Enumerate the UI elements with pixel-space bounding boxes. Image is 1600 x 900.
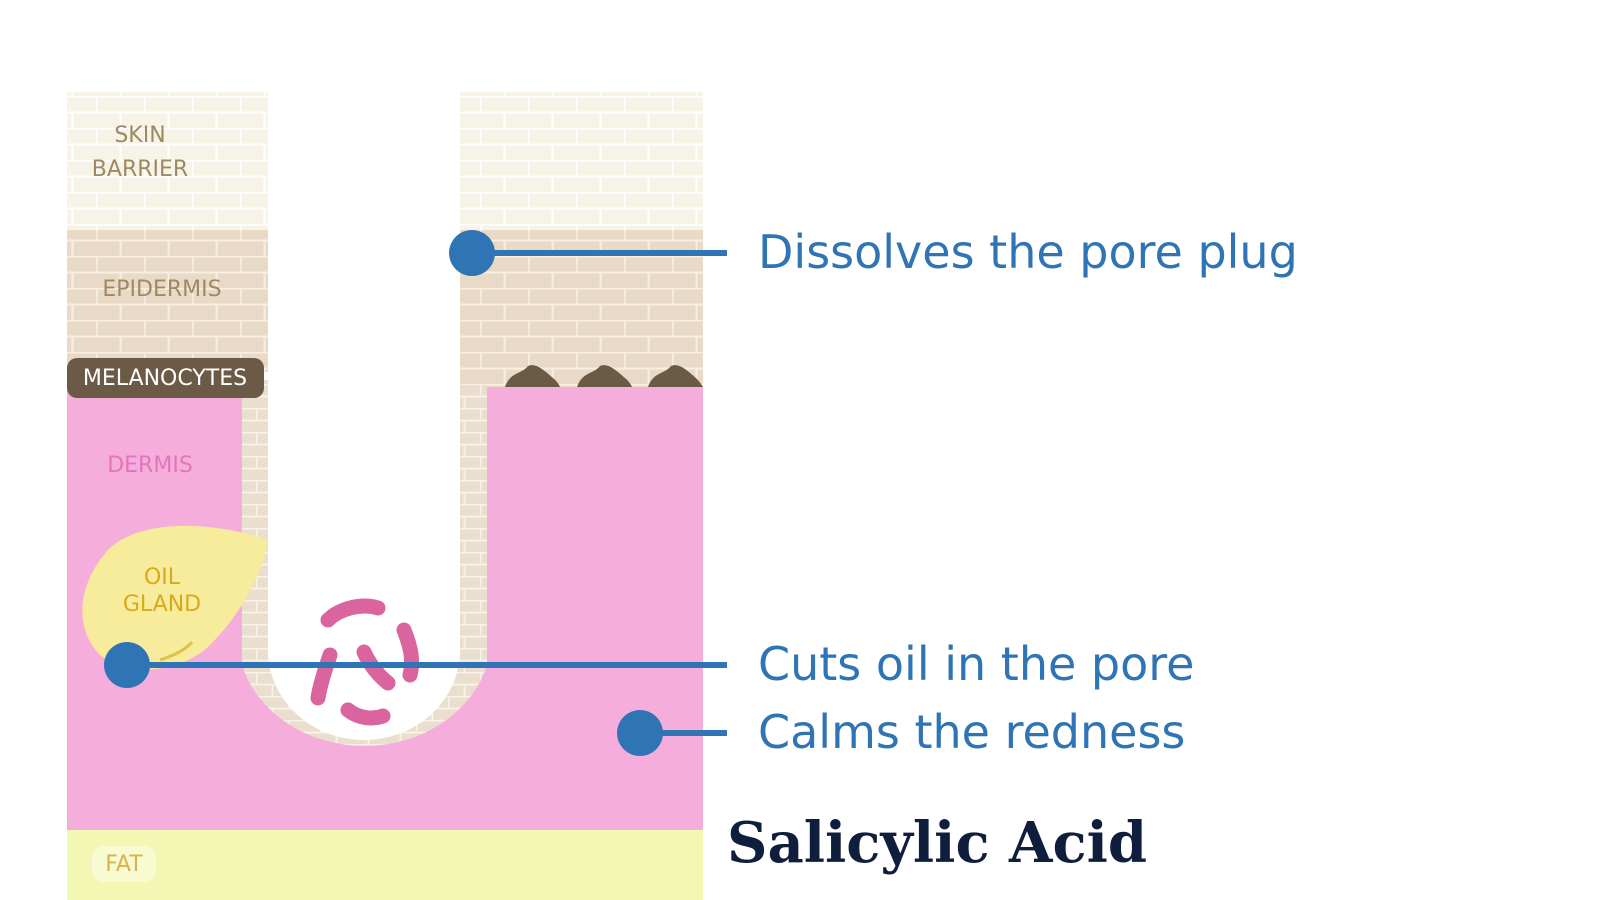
bacterium: [320, 598, 386, 628]
callout-text-redness: Calms the redness: [758, 705, 1185, 759]
oil-gland: [82, 525, 268, 670]
callout-text-oil: Cuts oil in the pore: [758, 637, 1194, 691]
diagram-title: Salicylic Acid: [727, 810, 1147, 876]
melanocyte-bump: [577, 365, 632, 387]
skin-barrier-label-line1: SKIN: [114, 123, 165, 148]
bacterium: [396, 622, 420, 683]
callout-dot-redness: [617, 710, 663, 756]
fat-label: FAT: [105, 852, 143, 877]
bacteria-cluster: [310, 598, 420, 726]
callout-dot-pore-plug: [449, 230, 495, 276]
oil-gland-duct: [159, 640, 194, 662]
bacterium: [310, 647, 338, 706]
bacterium: [340, 702, 391, 726]
melanocytes-badge: [67, 358, 264, 398]
skin-barrier-left: [67, 92, 268, 230]
oil-gland-label-line1: OIL: [144, 565, 181, 590]
skin-barrier-label-line2: BARRIER: [92, 157, 188, 182]
skin-barrier-right: [454, 92, 703, 230]
epidermis-left: [67, 230, 268, 372]
melanocytes-label: MELANOCYTES: [83, 366, 247, 391]
pore-opening: [268, 92, 460, 740]
fat-layer: [67, 830, 703, 900]
bacterium: [356, 644, 396, 691]
oil-gland-label-line2: GLAND: [123, 592, 201, 617]
fat-badge: [92, 846, 156, 882]
dermis-label: DERMIS: [107, 453, 193, 478]
epidermis-right: [454, 230, 703, 387]
callout-dot-oil: [104, 642, 150, 688]
melanocyte-bump: [648, 365, 703, 387]
epidermis-label: EPIDERMIS: [102, 277, 221, 302]
callout-text-pore-plug: Dissolves the pore plug: [758, 225, 1298, 279]
melanocyte-bump: [505, 365, 560, 387]
